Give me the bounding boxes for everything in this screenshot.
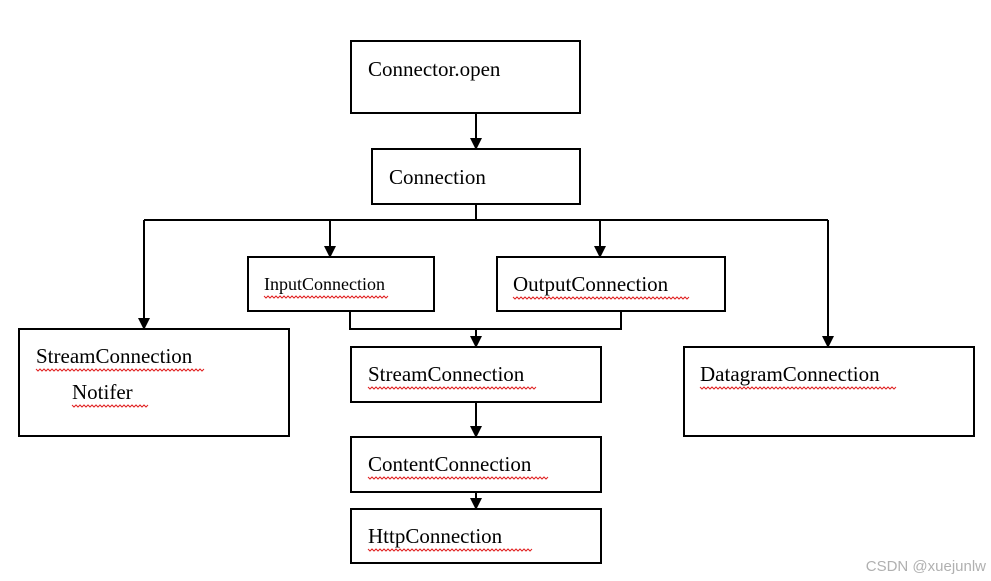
connectors: [138, 113, 834, 510]
node-label-stream-connection-notifier-line2: Notifer: [72, 380, 133, 404]
node-stream-connection-notifier: StreamConnection Notifer: [18, 328, 290, 437]
node-datagram-connection: DatagramConnection: [683, 346, 975, 437]
node-input-connection: InputConnection: [247, 256, 435, 312]
spellcheck-underline: [512, 296, 690, 300]
merge-input-output-line: [349, 311, 622, 330]
spellcheck-underline: [367, 548, 533, 552]
node-connection: Connection: [371, 148, 581, 205]
node-label-input-connection: InputConnection: [264, 274, 385, 294]
node-connector-open: Connector.open: [350, 40, 581, 114]
watermark: CSDN @xuejunlw: [866, 558, 986, 575]
spellcheck-underline: [263, 295, 389, 299]
spellcheck-underline: [71, 404, 149, 408]
node-box: [350, 40, 581, 114]
node-label-output-connection: OutputConnection: [513, 272, 669, 296]
node-box: [371, 148, 581, 205]
node-label-stream-connection-notifier-line1: StreamConnection: [36, 344, 193, 368]
node-output-connection: OutputConnection: [496, 256, 726, 312]
node-http-connection: HttpConnection: [350, 508, 602, 564]
node-stream-connection: StreamConnection: [350, 346, 602, 403]
spellcheck-underline: [699, 386, 897, 390]
node-content-connection: ContentConnection: [350, 436, 602, 493]
node-box: [18, 328, 290, 437]
node-label-stream-connection: StreamConnection: [368, 362, 525, 386]
node-box: [350, 436, 602, 493]
spellcheck-underline: [367, 386, 537, 390]
node-box: [247, 256, 435, 312]
node-box: [683, 346, 975, 437]
node-label-http-connection: HttpConnection: [368, 524, 503, 548]
node-box: [350, 346, 602, 403]
node-label-connector-open: Connector.open: [368, 57, 501, 81]
node-box: [350, 508, 602, 564]
spellcheck-underline: [367, 476, 549, 480]
node-label-connection: Connection: [389, 165, 486, 189]
node-box: [496, 256, 726, 312]
spellcheck-underline: [35, 368, 205, 372]
node-label-content-connection: ContentConnection: [368, 452, 532, 476]
node-label-datagram-connection: DatagramConnection: [700, 362, 880, 386]
